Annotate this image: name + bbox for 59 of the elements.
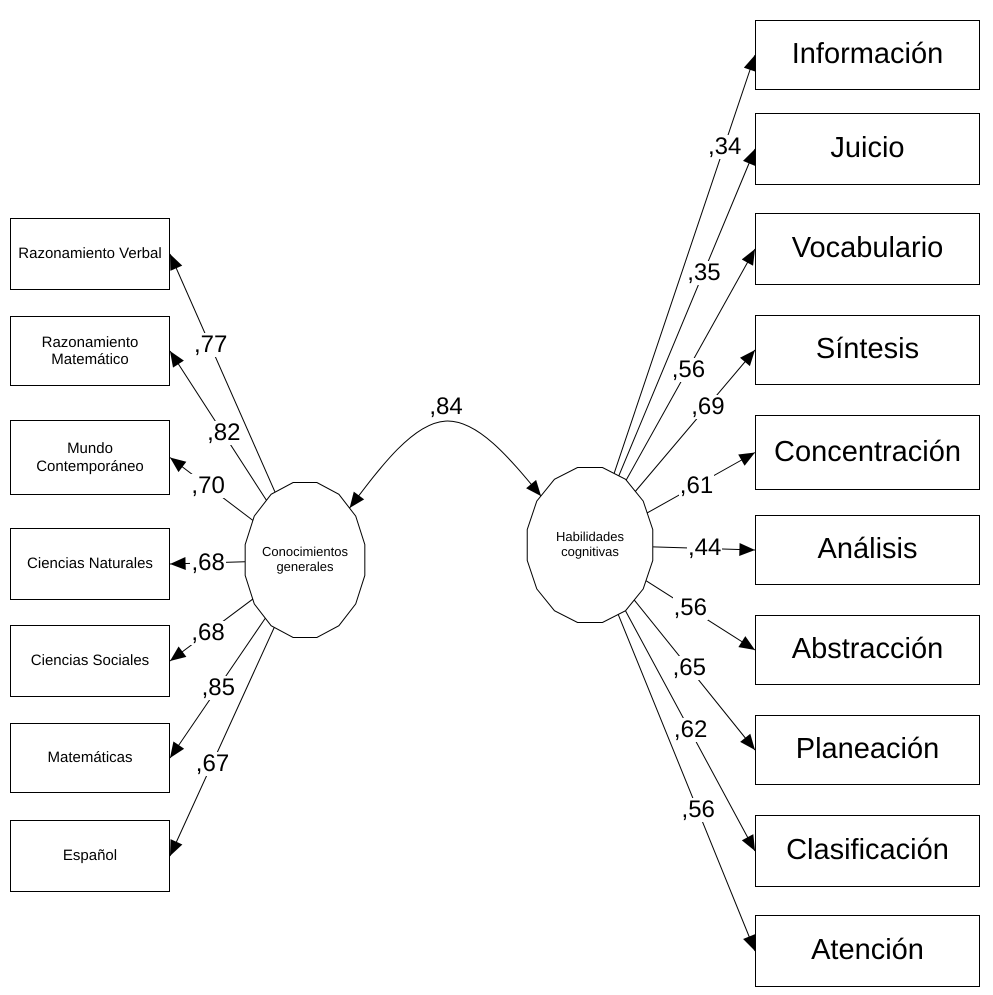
coefficient-label: ,68 [190,621,226,646]
coefficient-label: ,56 [670,358,706,382]
observed-variable-box [755,415,980,490]
coefficient-label: ,68 [190,550,226,575]
variable-label: Abstracción [792,633,944,667]
variable-label: Ciencias Naturales [27,555,153,573]
observed-variable-box [10,723,170,793]
coefficient-label: ,35 [686,261,722,286]
arrow [625,248,756,482]
observed-variable-box [755,515,980,585]
coefficient-label: ,56 [680,798,716,822]
arrow [614,54,756,474]
observed-variable-box [10,218,170,290]
observed-variable-box [755,113,980,185]
coefficient-label: ,85 [200,676,236,700]
variable-label: Matemáticas [47,749,133,767]
coefficient-label: ,65 [672,656,708,680]
coefficient-label: ,67 [194,752,230,776]
variable-label: Síntesis [816,333,920,367]
variable-label: Juicio [830,132,905,166]
arrow [349,420,542,508]
coefficient-label: ,61 [678,474,714,498]
arrow [618,148,756,476]
observed-variable-box [755,315,980,385]
observed-variable-box [755,715,980,785]
coefficient-label: ,34 [707,135,742,160]
arrow [624,609,756,852]
variable-label: Planeación [796,733,940,767]
variable-label: Análisis [818,533,918,567]
observed-variable-box [755,20,980,90]
coefficient-label: ,70 [190,474,226,498]
coefficient-label: ,44 [687,536,722,560]
observed-variable-box [755,213,980,285]
observed-variable-box [10,625,170,697]
coefficient-label: ,56 [672,596,708,620]
variable-label: Atención [811,934,924,968]
variable-label: Información [792,38,944,72]
coefficient-label: ,82 [206,421,242,446]
arrow [618,614,756,952]
variable-label: Razonamiento Matemático [40,334,140,368]
observed-variable-box [755,615,980,685]
observed-variable-box [10,420,170,495]
variable-label: Español [62,847,118,865]
observed-variable-box [10,316,170,386]
arrow [170,254,276,494]
coefficient-label: ,69 [690,394,726,418]
variable-label: Clasificación [786,834,949,868]
variable-label: Razonamiento Verbal [18,245,162,263]
observed-variable-box [755,815,980,887]
observed-variable-box [10,528,170,600]
variable-label: Vocabulario [792,232,944,266]
variable-label: Habilidades cognitivas [555,530,625,560]
variable-label: Concentración [774,436,961,470]
variable-label: Conocimientos generales [261,545,349,575]
arrow [170,626,275,856]
observed-variable-box [755,915,980,987]
variable-label: Ciencias Sociales [30,652,150,670]
variable-label: Mundo Contemporáneo [35,440,145,475]
observed-variable-box [10,820,170,892]
